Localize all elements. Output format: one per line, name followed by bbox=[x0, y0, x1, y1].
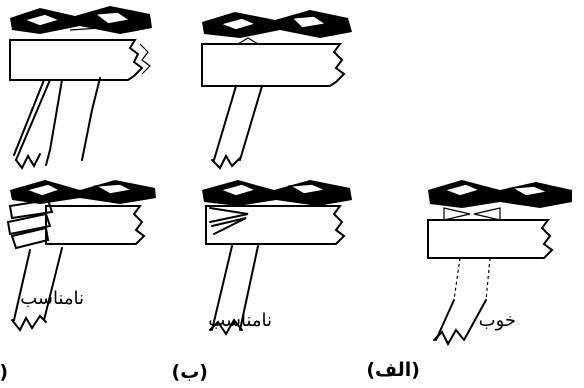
bottom-right-top-texture bbox=[428, 180, 572, 208]
bottom-middle-horizontal-beam bbox=[205, 205, 346, 245]
sketch-bottom-right bbox=[427, 180, 572, 347]
bottom-left-top-texture bbox=[10, 180, 156, 204]
bottom-middle-post bbox=[209, 245, 259, 336]
caption-c: (ج) bbox=[0, 361, 8, 383]
top-left-top-texture bbox=[10, 6, 152, 34]
bottom-left-splayed-members bbox=[6, 198, 54, 250]
bottom-middle-wedge-joint bbox=[209, 207, 249, 235]
bottom-left-horizontal-beam bbox=[45, 205, 146, 245]
bottom-right-horizontal-beam bbox=[427, 219, 554, 259]
bottom-middle-top-texture bbox=[202, 180, 352, 206]
sketch-bottom-left bbox=[6, 180, 156, 332]
caption-b: (ب) bbox=[172, 361, 208, 383]
label-unsuitable-c: نامناسب bbox=[20, 288, 84, 309]
bottom-left-post bbox=[11, 247, 63, 332]
bottom-right-wedge-joint bbox=[443, 207, 501, 221]
label-good: خوب bbox=[479, 310, 516, 331]
top-left-post bbox=[13, 77, 101, 170]
label-unsuitable-b: نامناسب bbox=[208, 310, 272, 331]
top-middle-post bbox=[211, 85, 263, 170]
caption-a: (الف) bbox=[366, 359, 420, 381]
sketch-top-middle bbox=[201, 10, 352, 170]
top-left-horizontal-beam bbox=[9, 39, 151, 81]
top-middle-top-texture bbox=[202, 10, 352, 38]
sketch-bottom-middle bbox=[202, 180, 352, 336]
bottom-right-post bbox=[433, 257, 491, 347]
sketch-top-left bbox=[9, 6, 152, 170]
top-middle-horizontal-beam bbox=[201, 37, 346, 87]
